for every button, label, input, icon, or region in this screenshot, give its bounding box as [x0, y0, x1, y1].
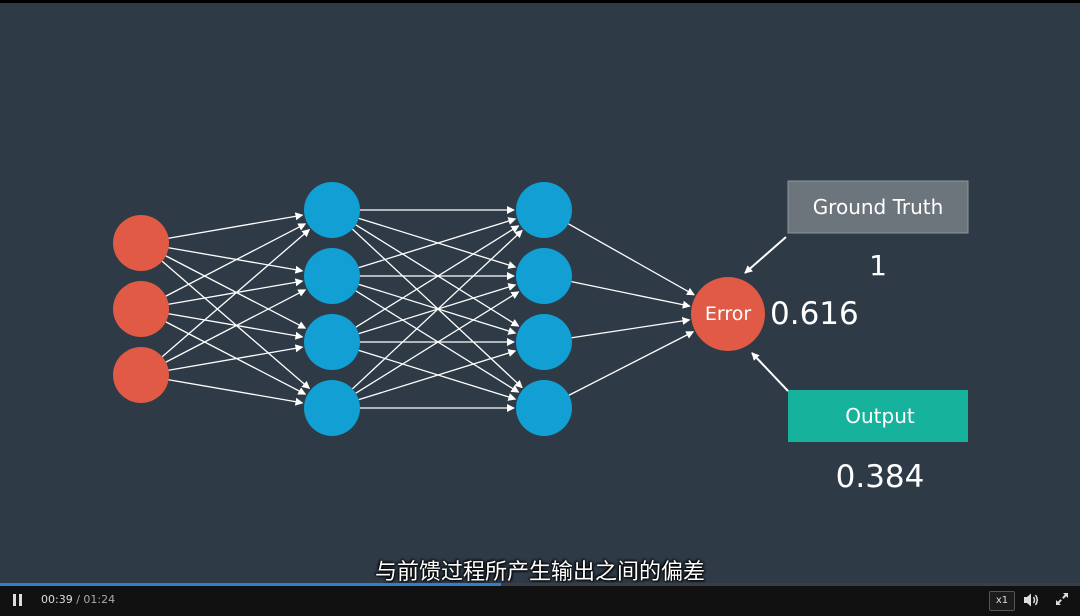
- edge-hidden1-hidden2: [358, 349, 517, 401]
- ground-truth-label: Ground Truth: [813, 195, 944, 219]
- edge-hidden2-error: [568, 223, 695, 296]
- current-time: 00:39: [41, 593, 73, 606]
- hidden-node-layer2: [516, 248, 572, 304]
- fullscreen-button[interactable]: [1053, 590, 1071, 608]
- hidden-node-layer1: [304, 248, 360, 304]
- time-separator: /: [76, 593, 80, 606]
- error-node-label: Error: [705, 303, 752, 325]
- edge-input-hidden1: [165, 223, 307, 297]
- fullscreen-icon: [1056, 593, 1068, 605]
- hidden-node-layer2: [516, 380, 572, 436]
- output-arrow: [751, 352, 789, 392]
- ground-truth-box: [787, 180, 969, 234]
- subtitle-text: 与前馈过程所产生输出之间的偏差: [374, 560, 705, 583]
- edge-input-hidden1: [161, 228, 311, 358]
- network-edges: [161, 206, 695, 412]
- error-value: 0.616: [770, 296, 859, 332]
- player-controls: 00:39 / 01:24 x1: [0, 583, 1080, 616]
- progress-fill: [0, 583, 502, 586]
- volume-button[interactable]: [1021, 590, 1041, 610]
- edge-hidden1-hidden2: [355, 225, 520, 328]
- hidden-node-layer1: [304, 314, 360, 370]
- edge-hidden1-hidden2: [355, 291, 520, 394]
- error-node: [691, 277, 765, 351]
- edge-hidden2-error: [571, 281, 691, 309]
- output-box: [788, 390, 968, 442]
- edge-input-hidden1: [168, 379, 304, 406]
- hidden-node-layer1: [304, 380, 360, 436]
- edge-input-hidden1: [168, 344, 304, 371]
- playback-speed-button[interactable]: x1: [989, 591, 1015, 611]
- edge-input-hidden1: [165, 289, 307, 363]
- output-value: 0.384: [836, 459, 925, 495]
- edge-hidden2-error: [568, 331, 695, 396]
- neural-network-diagram: Error 0.616 Ground Truth 1 Output 0.384: [113, 180, 969, 495]
- edge-hidden1-hidden2: [358, 217, 517, 269]
- pause-button[interactable]: [10, 592, 26, 608]
- ground-truth-arrow: [744, 236, 787, 274]
- edge-input-hidden1: [168, 212, 304, 239]
- input-node: [113, 281, 169, 337]
- hidden-node-layer2: [516, 314, 572, 370]
- duration: 01:24: [83, 593, 116, 606]
- input-node: [113, 347, 169, 403]
- edge-hidden2-error: [571, 316, 691, 339]
- network-nodes: [113, 182, 572, 436]
- output-label: Output: [845, 404, 915, 428]
- hidden-node-layer2: [516, 182, 572, 238]
- volume-icon: [1024, 593, 1038, 607]
- progress-bar[interactable]: [0, 583, 1080, 586]
- ground-truth-value: 1: [869, 249, 887, 282]
- edge-hidden1-hidden2: [352, 229, 523, 390]
- video-frame[interactable]: Error 0.616 Ground Truth 1 Output 0.384 …: [0, 3, 1080, 583]
- hidden-node-layer1: [304, 182, 360, 238]
- time-display: 00:39 / 01:24: [41, 593, 115, 606]
- input-node: [113, 215, 169, 271]
